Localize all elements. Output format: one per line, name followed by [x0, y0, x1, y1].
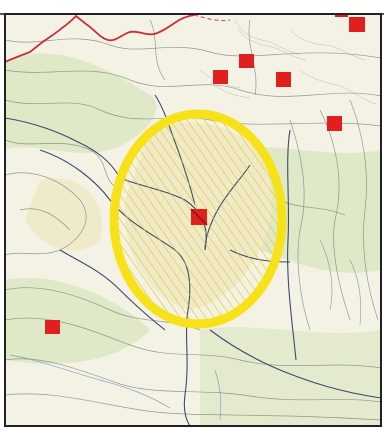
- site-marker-red-square-icon[interactable]: [213, 70, 228, 84]
- site-marker-red-square-icon[interactable]: [335, 4, 348, 17]
- hillside-texture: [199, 19, 377, 105]
- site-marker-red-square-icon[interactable]: [327, 116, 342, 131]
- site-markers: [45, 4, 365, 334]
- minor-streams: [9, 239, 362, 421]
- site-marker-red-square-icon[interactable]: [239, 54, 254, 68]
- site-marker-red-square-icon[interactable]: [276, 72, 291, 87]
- site-marker-red-square-icon[interactable]: [45, 320, 60, 334]
- boundary-line-dashed: [193, 14, 231, 22]
- site-marker-red-square-icon[interactable]: [349, 17, 365, 32]
- center-marker[interactable]: [190, 208, 208, 226]
- zone-ring: [109, 109, 287, 329]
- boundary-line: [5, 14, 195, 63]
